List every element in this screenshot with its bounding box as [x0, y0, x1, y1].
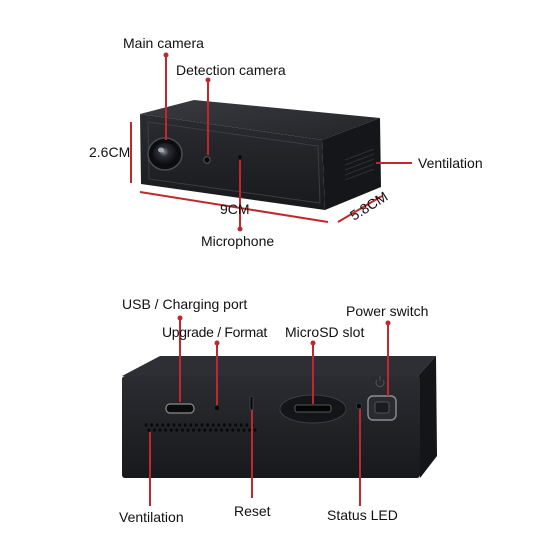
ventilation-hole — [172, 423, 176, 427]
top-leader-lines — [130, 55, 412, 229]
main-camera-lens-icon — [147, 137, 183, 171]
ventilation-hole — [242, 428, 246, 432]
bottom-ventilation-holes — [144, 423, 257, 432]
label-microphone: Microphone — [201, 233, 275, 249]
ventilation-hole — [206, 423, 210, 427]
ventilation-hole — [189, 423, 193, 427]
ventilation-hole — [175, 428, 179, 432]
ventilation-hole — [178, 423, 182, 427]
ventilation-hole — [253, 428, 257, 432]
label-usb-port: USB / Charging port — [122, 296, 248, 312]
microphone-hole-icon — [238, 155, 242, 159]
label-main-camera: Main camera — [123, 35, 204, 51]
label-microsd-slot: MicroSD slot — [285, 324, 365, 340]
microsd-slot-icon — [294, 404, 332, 413]
label-detection-camera: Detection camera — [176, 62, 286, 78]
ventilation-hole — [223, 423, 226, 427]
ventilation-hole — [231, 428, 235, 432]
ventilation-hole — [155, 423, 159, 427]
bottom-device-top-face — [122, 356, 436, 376]
ventilation-hole — [239, 423, 243, 427]
ventilation-hole — [197, 428, 201, 432]
ventilation-hole — [144, 423, 148, 427]
usb-port-icon — [165, 403, 195, 414]
ventilation-hole — [186, 428, 190, 432]
ventilation-hole — [164, 428, 168, 432]
bottom-device-side-face — [418, 356, 437, 478]
ventilation-hole — [153, 428, 156, 432]
ventilation-hole — [211, 423, 215, 427]
power-symbol-icon — [375, 376, 385, 388]
ventilation-hole — [150, 423, 154, 427]
ventilation-hole — [237, 428, 240, 432]
bottom-leader-end-dots — [177, 315, 391, 346]
detection-camera-dot-icon — [203, 156, 211, 164]
ventilation-hole — [220, 428, 224, 432]
ventilation-hole — [228, 423, 232, 427]
ventilation-hole — [203, 428, 207, 432]
depth-dimension-line — [337, 195, 383, 223]
label-ventilation-bottom: Ventilation — [119, 509, 184, 525]
top-device-top-face — [140, 100, 380, 140]
ventilation-hole — [200, 423, 204, 427]
label-upgrade-format: Upgrade / Format — [162, 324, 267, 340]
dimension-width: 9CM — [220, 201, 250, 217]
ventilation-hole — [147, 428, 151, 432]
ventilation-hole — [214, 428, 218, 432]
label-status-led: Status LED — [327, 507, 398, 523]
bottom-device — [122, 356, 437, 478]
upgrade-format-hole-icon — [215, 406, 219, 410]
ventilation-hole — [245, 423, 249, 427]
ventilation-hole — [195, 423, 198, 427]
top-device-side-face — [322, 118, 381, 210]
ventilation-hole — [169, 428, 173, 432]
bottom-leader-lines — [149, 318, 389, 506]
ventilation-hole — [192, 428, 196, 432]
ventilation-hole — [183, 423, 187, 427]
ventilation-hole — [161, 423, 165, 427]
reset-hole-icon — [249, 395, 254, 411]
ventilation-hole — [234, 423, 238, 427]
ventilation-hole — [248, 428, 252, 432]
ventilation-hole — [225, 428, 229, 432]
bottom-device-front-face — [122, 376, 420, 478]
ventilation-hole — [217, 423, 221, 427]
label-reset: Reset — [234, 503, 271, 519]
status-led-icon — [355, 402, 363, 410]
top-device-vent-slits — [344, 148, 375, 181]
label-power-switch: Power switch — [346, 303, 429, 319]
label-ventilation-top: Ventilation — [418, 155, 483, 171]
leader-end-dots — [163, 52, 243, 232]
width-dimension-line — [139, 191, 329, 223]
ventilation-hole — [167, 423, 170, 427]
top-device — [140, 100, 381, 210]
ventilation-hole — [181, 428, 184, 432]
dimension-height: 2.6CM — [89, 144, 131, 160]
top-device-front-face — [140, 114, 325, 210]
ventilation-hole — [158, 428, 162, 432]
ventilation-hole — [209, 428, 212, 432]
